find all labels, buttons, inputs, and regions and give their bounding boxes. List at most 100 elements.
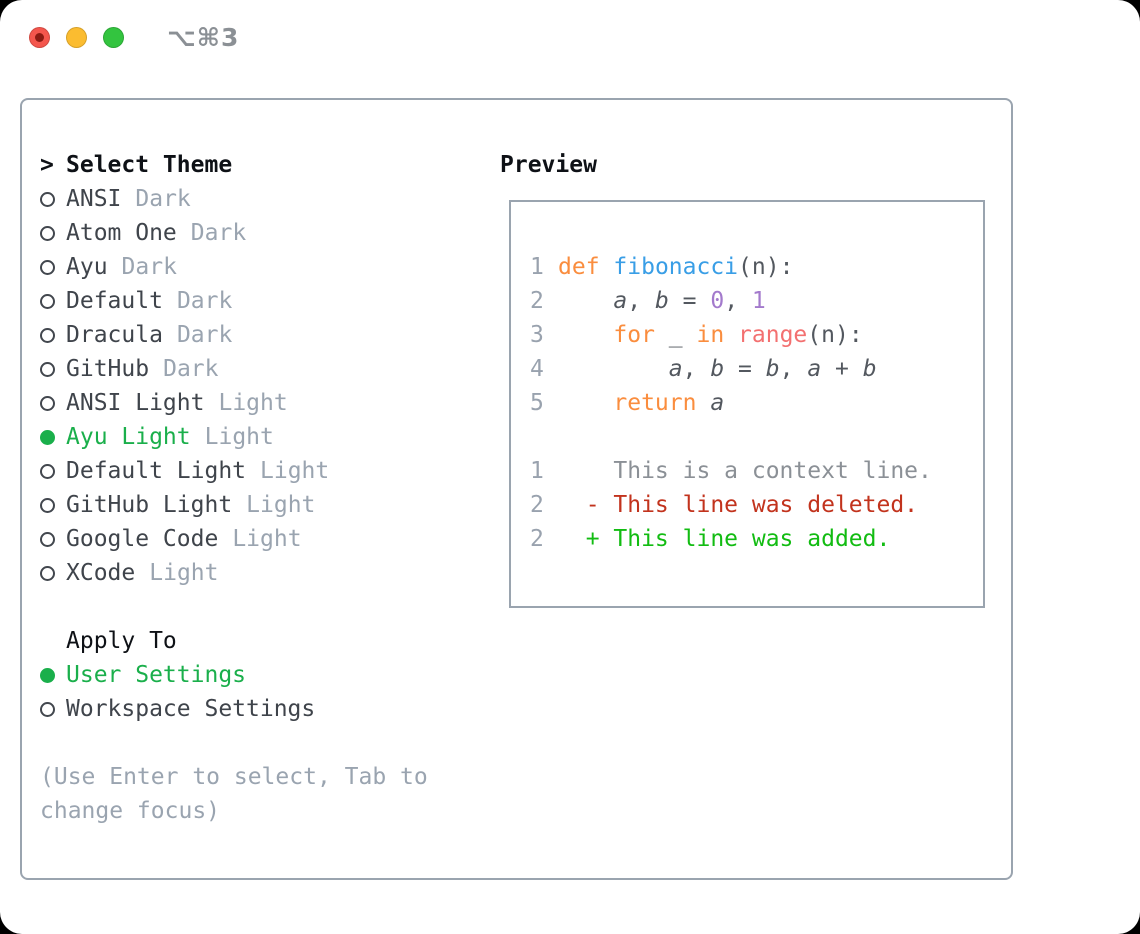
preview-line: 5 return a bbox=[530, 386, 932, 420]
minimize-button[interactable] bbox=[66, 27, 87, 48]
code-token bbox=[558, 356, 669, 382]
maximize-button[interactable] bbox=[103, 27, 124, 48]
code-token: _ bbox=[654, 322, 697, 348]
radio-marker bbox=[40, 259, 66, 275]
code-token: a bbox=[807, 356, 822, 382]
preview-line: 2 + This line was added. bbox=[530, 522, 932, 556]
code-token bbox=[600, 254, 614, 280]
apply-option-label: Workspace Settings bbox=[66, 696, 316, 722]
theme-name: GitHub bbox=[66, 356, 150, 382]
radio-marker bbox=[40, 429, 66, 445]
radio-marker bbox=[40, 463, 66, 479]
radio-icon bbox=[40, 259, 55, 275]
theme-name: GitHub Light bbox=[66, 492, 233, 518]
apply-to-title: Apply To bbox=[66, 628, 177, 654]
code-token: b bbox=[862, 356, 877, 382]
theme-variant: Light bbox=[218, 390, 288, 416]
code-token: b bbox=[654, 288, 669, 314]
theme-option[interactable]: Ayu Light Light bbox=[40, 420, 428, 454]
theme-name: Dracula bbox=[66, 322, 163, 348]
radio-marker bbox=[40, 701, 66, 717]
traffic-lights bbox=[29, 27, 124, 48]
code-token: = bbox=[668, 288, 711, 314]
code-token: = bbox=[724, 356, 766, 382]
code-token: a bbox=[710, 390, 725, 416]
cursor-icon: > bbox=[40, 152, 54, 178]
code-token: , bbox=[724, 288, 752, 314]
theme-option[interactable]: Dracula Dark bbox=[40, 318, 428, 352]
line-number: 2 bbox=[530, 288, 544, 314]
theme-variant: Light bbox=[246, 492, 316, 518]
theme-variant: Light bbox=[232, 526, 302, 552]
code-token: fibonacci bbox=[613, 254, 739, 280]
theme-variant: Light bbox=[260, 458, 330, 484]
apply-option[interactable]: Workspace Settings bbox=[40, 692, 428, 726]
code-token bbox=[696, 390, 710, 416]
apply-option-label: User Settings bbox=[66, 662, 247, 688]
theme-variant: Light bbox=[149, 560, 219, 586]
help-line: (Use Enter to select, Tab to bbox=[40, 764, 428, 790]
line-number bbox=[530, 420, 558, 454]
code-token: for bbox=[613, 322, 655, 348]
code-token: b bbox=[710, 356, 725, 382]
code-token: range bbox=[738, 322, 808, 348]
preview-title: Preview bbox=[500, 152, 597, 178]
code-token bbox=[558, 322, 613, 348]
theme-name: Atom One bbox=[66, 220, 177, 246]
code-token: , bbox=[779, 356, 808, 382]
code-token: + bbox=[821, 356, 863, 382]
radio-selected-icon bbox=[40, 667, 55, 683]
radio-icon bbox=[40, 361, 55, 377]
line-number: 5 bbox=[530, 390, 544, 416]
theme-option[interactable]: GitHub Light Light bbox=[40, 488, 428, 522]
code-token: 1 bbox=[751, 288, 766, 314]
code-token: a bbox=[613, 288, 628, 314]
code-token: , bbox=[682, 356, 711, 382]
preview-line: 1 This is a context line. bbox=[530, 454, 932, 488]
close-button[interactable] bbox=[29, 27, 50, 48]
code-token: (n): bbox=[807, 322, 863, 348]
code-token: b bbox=[765, 356, 780, 382]
code-token: in bbox=[696, 322, 725, 348]
spacer bbox=[40, 590, 428, 624]
theme-variant: Light bbox=[204, 424, 274, 450]
theme-variant: Dark bbox=[176, 288, 233, 314]
code-token bbox=[558, 288, 613, 314]
line-number: 1 bbox=[530, 254, 544, 280]
radio-icon bbox=[40, 327, 55, 343]
preview-line: 2 - This line was deleted. bbox=[530, 488, 932, 522]
radio-marker bbox=[40, 667, 66, 683]
line-number: 4 bbox=[530, 356, 544, 382]
select-theme-title: Select Theme bbox=[66, 152, 233, 178]
theme-name: Ayu Light bbox=[66, 424, 191, 450]
radio-marker bbox=[40, 327, 66, 343]
line-number: 2 bbox=[530, 526, 544, 552]
code-text: + This line was added. bbox=[558, 522, 891, 556]
theme-variant: Dark bbox=[190, 220, 247, 246]
theme-option[interactable]: Atom One Dark bbox=[40, 216, 428, 250]
theme-variant: Dark bbox=[121, 254, 177, 280]
code-text: This is a context line. bbox=[558, 454, 932, 488]
code-token: return bbox=[613, 390, 697, 416]
select-theme-header: > Select Theme bbox=[40, 148, 428, 182]
apply-option[interactable]: User Settings bbox=[40, 658, 428, 692]
code-text: for _ in range(n): bbox=[558, 318, 863, 352]
theme-variant: Dark bbox=[176, 322, 233, 348]
preview-line: 4 a, b = b, a + b bbox=[530, 352, 932, 386]
radio-marker bbox=[40, 191, 66, 207]
apply-to-header: Apply To bbox=[40, 624, 428, 658]
theme-name: ANSI bbox=[66, 186, 122, 212]
radio-icon bbox=[40, 293, 55, 309]
